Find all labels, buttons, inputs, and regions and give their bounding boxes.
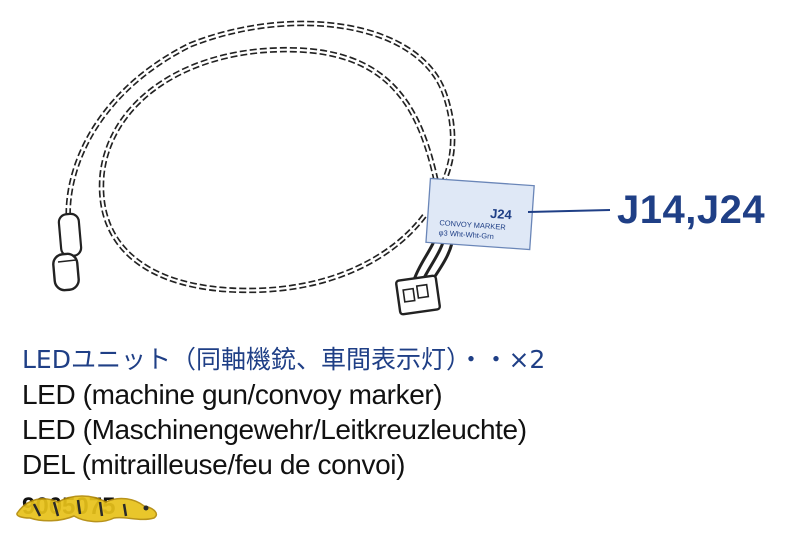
description-fr: DEL (mitrailleuse/feu de convoi) [22, 449, 406, 480]
part-tag: J24 CONVOY MARKER φ3 Wht-Wht-Grn [425, 177, 535, 251]
connector-icon [395, 274, 441, 316]
tiger-logo-icon [16, 495, 158, 523]
tag-line2: φ3 Wht-Wht-Grn [438, 228, 494, 241]
led-bulb-icon [52, 212, 83, 292]
part-callout: J14,J24 [617, 188, 766, 232]
wire-inner-loop [98, 46, 443, 294]
description-en: LED (machine gun/convoy marker) [22, 379, 443, 410]
description-de: LED (Maschinengewehr/Leitkreuzleuchte) [22, 414, 527, 445]
callout-leader-line [527, 209, 611, 213]
wire-outer-loop [65, 20, 456, 236]
part-description: LEDユニット（同軸機銃、車間表示灯）・・×2 LED (machine gun… [22, 342, 545, 482]
description-jp: LEDユニット（同軸機銃、車間表示灯）・・×2 [22, 345, 546, 374]
tag-code: J24 [490, 206, 513, 223]
